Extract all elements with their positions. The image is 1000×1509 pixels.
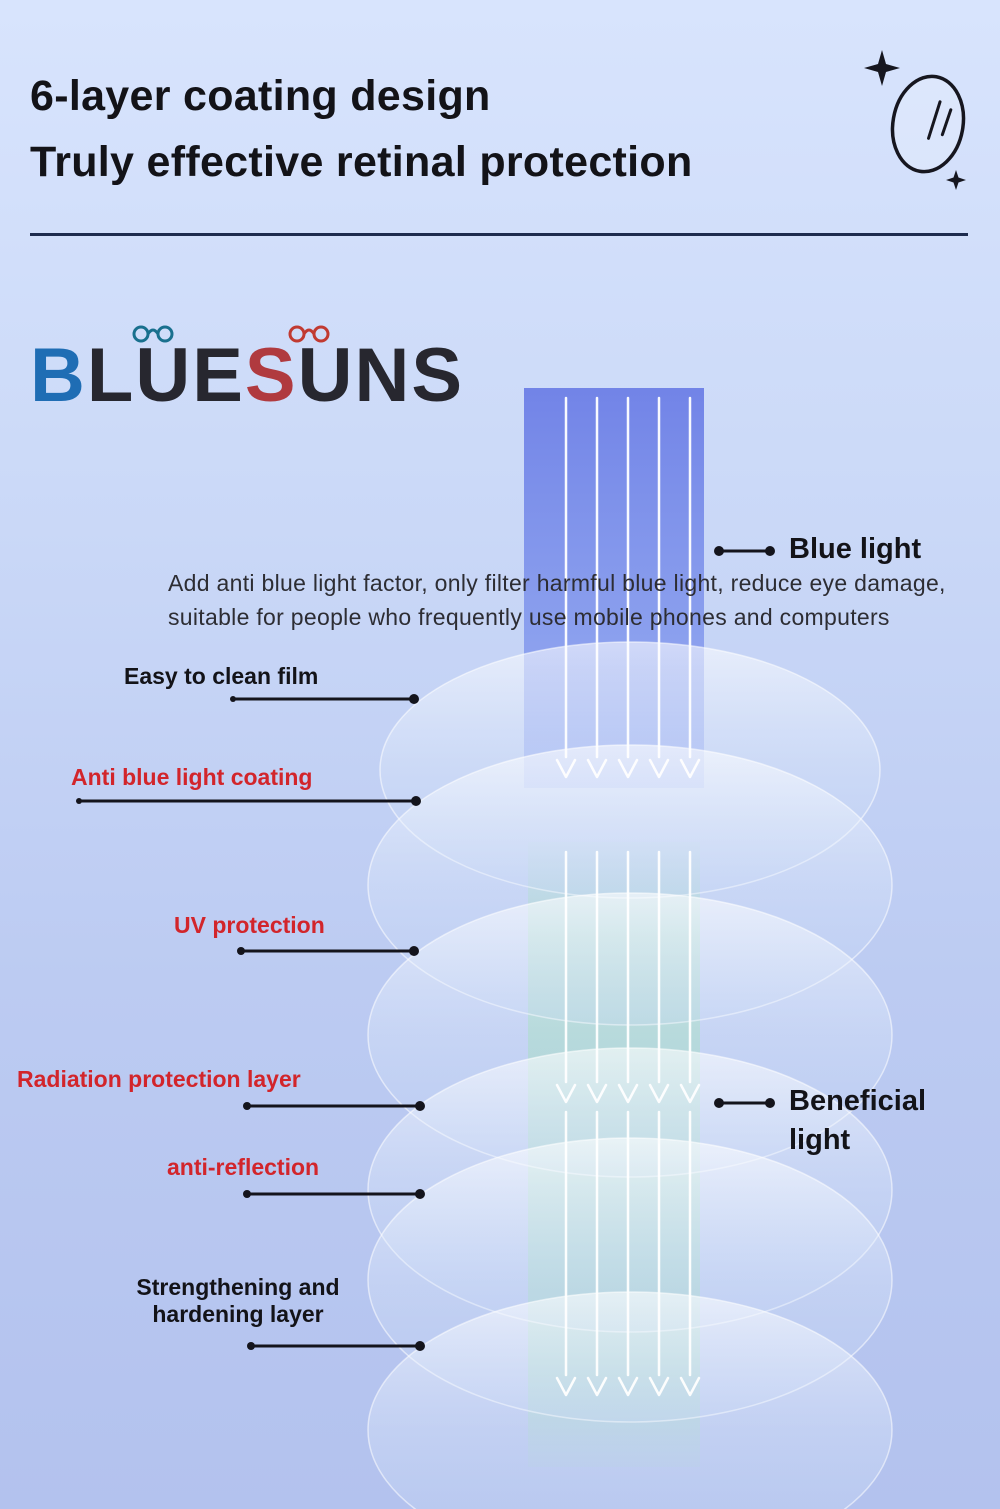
logo-letter-b: B <box>30 333 87 418</box>
description-line2: suitable for people who frequently use m… <box>168 604 890 630</box>
label-beneficial-light-line2: light <box>789 1124 851 1157</box>
label-strengthening-line2: hardening layer <box>152 1301 324 1327</box>
page-title-line1: 6-layer coating design <box>30 72 491 120</box>
logo-letter-s: S <box>244 333 298 418</box>
beneficial-light-beam <box>528 842 700 1467</box>
label-anti-blue-light-coating: Anti blue light coating <box>71 764 313 790</box>
description-line1: Add anti blue light factor, only filter … <box>168 570 946 596</box>
label-blue-light: Blue light <box>789 533 922 565</box>
label-anti-reflection: anti-reflection <box>167 1154 320 1180</box>
label-easy-to-clean-film: Easy to clean film <box>124 663 319 689</box>
logo-text: BLUESUNS <box>30 338 464 414</box>
label-uv-protection: UV protection <box>174 912 325 938</box>
label-strengthening-hardening-layer: Strengthening and hardening layer <box>118 1274 358 1328</box>
label-beneficial-light: Beneficial light <box>789 1082 926 1160</box>
sparkle-icon <box>864 50 966 190</box>
glasses-icon-teal <box>132 325 174 343</box>
logo-letters-lue: LUE <box>86 333 245 418</box>
light-ray-arrows <box>555 396 701 1397</box>
logo-letters-uns: UNS <box>297 333 465 418</box>
label-radiation-protection-layer: Radiation protection layer <box>17 1066 301 1092</box>
page-title-line2: Truly effective retinal protection <box>30 138 693 186</box>
glasses-icon-red <box>288 325 330 343</box>
lens-stack <box>367 641 893 1509</box>
brand-logo: BLUESUNS <box>30 322 462 422</box>
label-beneficial-light-line1: Beneficial <box>789 1085 926 1117</box>
mirror-icon <box>852 40 992 200</box>
header-divider <box>30 233 968 236</box>
label-strengthening-line1: Strengthening and <box>136 1274 340 1300</box>
